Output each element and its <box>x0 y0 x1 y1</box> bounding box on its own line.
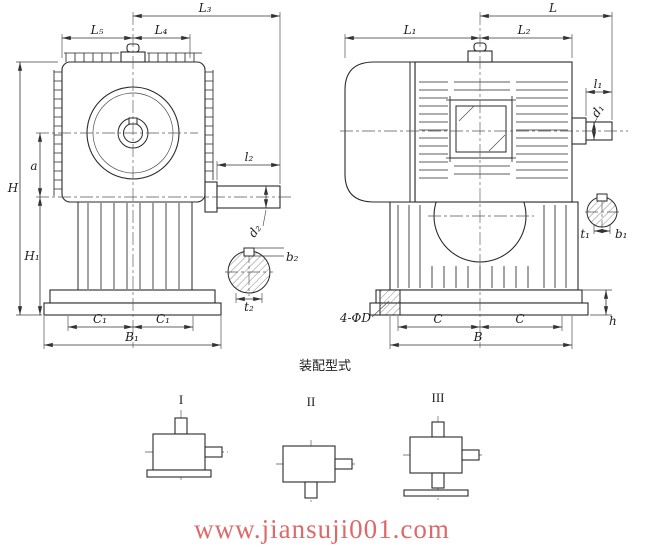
dim-label-H1: H₁ <box>23 249 39 263</box>
dim-label-4-phiD: 4-ΦD <box>339 311 372 325</box>
assembly-section: 装配型式 I II III <box>145 359 485 502</box>
left-view: L₃ L₅ L₄ H a H₁ l₂ d₂ C₁ C₁ B₁ b₂ t₂ <box>7 1 299 349</box>
housing-fins-middle <box>454 81 510 175</box>
dim-label-b2: b₂ <box>286 250 299 264</box>
keyway-slot <box>596 193 608 202</box>
top-fins <box>64 52 202 62</box>
watermark-text: www.jiansuji001.com <box>194 514 450 544</box>
dim-label-B: B <box>473 330 483 344</box>
dim-label-C1-right: C₁ <box>156 312 170 326</box>
assembly-variant-3: III <box>403 390 485 500</box>
right-view: L L₁ L₂ l₁ d₁ t₁ b₁ 4-ΦD C C B h <box>339 1 628 349</box>
dim-label-L2: L₂ <box>517 23 531 37</box>
dim-label-C-left: C <box>433 312 442 326</box>
dim-label-l2: l₂ <box>245 150 254 164</box>
dim-label-C-right: C <box>515 312 524 326</box>
window-screws <box>446 96 516 162</box>
motor-body <box>344 61 416 203</box>
right-centerlines <box>340 12 628 348</box>
variant-1-label: I <box>179 392 183 407</box>
variant-3-label: III <box>432 390 445 405</box>
assembly-variant-1: I <box>145 392 228 480</box>
dim-label-d1: d₁ <box>588 102 607 120</box>
dim-label-b1: b₁ <box>615 227 628 241</box>
left-base <box>43 289 222 316</box>
dim-label-L: L <box>548 1 557 15</box>
dim-label-L5: L₅ <box>90 23 104 37</box>
dim-label-t2: t₂ <box>244 300 254 314</box>
right-base <box>369 289 589 316</box>
variant-2-label: II <box>307 394 316 409</box>
keyway-slot <box>243 247 255 257</box>
dim-label-d2: d₂ <box>245 221 264 239</box>
housing-fins-left <box>419 81 448 179</box>
dim-label-L3: L₃ <box>198 1 212 15</box>
dim-label-a: a <box>30 159 37 173</box>
assembly-heading: 装配型式 <box>299 359 351 374</box>
right-housing <box>414 61 573 203</box>
assembly-variant-2: II <box>276 394 358 502</box>
dim-label-B1: B₁ <box>124 330 139 344</box>
housing-fins-right <box>516 81 568 179</box>
dim-label-L1: L₁ <box>403 23 417 37</box>
input-shaft-section-detail <box>585 193 619 228</box>
sight-glass-window <box>446 96 516 162</box>
left-lower-bell <box>77 202 193 291</box>
right-fins <box>205 70 214 180</box>
dim-label-l1: l₁ <box>594 77 603 91</box>
dim-label-C1-left: C₁ <box>93 312 107 326</box>
right-dimensions: L L₁ L₂ l₁ d₁ t₁ b₁ 4-ΦD C C B h <box>339 1 628 349</box>
dim-label-t1: t₁ <box>580 227 590 241</box>
left-shaft-section-detail <box>225 247 273 296</box>
dim-label-h: h <box>609 314 617 328</box>
bolt-hole-section <box>379 289 401 316</box>
left-centerlines <box>36 12 292 348</box>
dim-label-H: H <box>7 181 19 195</box>
dim-label-L4: L₄ <box>154 23 168 37</box>
